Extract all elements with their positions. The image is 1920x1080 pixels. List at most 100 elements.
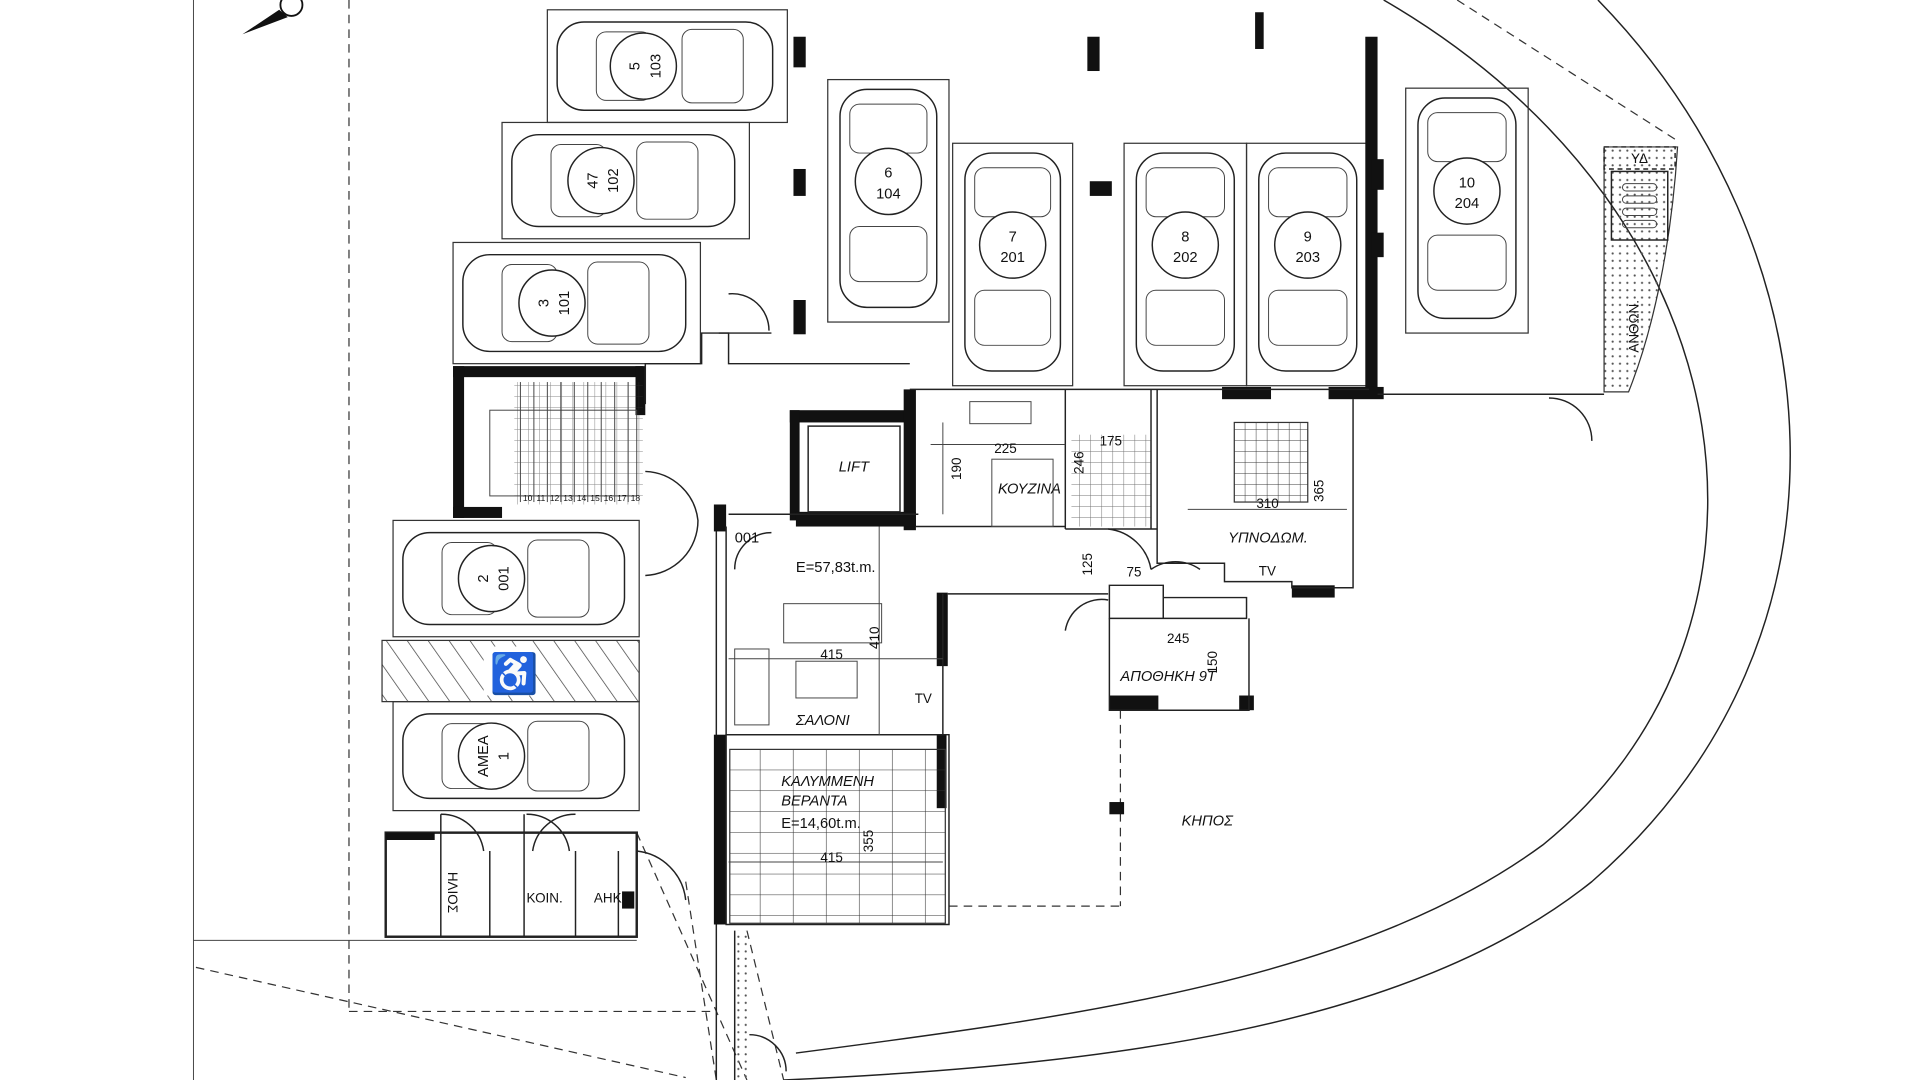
unit-number: 201 [1000,250,1025,266]
unit-number: 101 [557,291,573,316]
stair-step-number: 11 [536,493,545,503]
unit-number: 1 [497,752,513,760]
parking-bay-outline [827,78,950,323]
space-marker-circle [1151,211,1220,279]
parking-bay-outline [392,519,640,638]
car-hood [527,539,590,618]
dim-veranda-depth: 355 [861,830,876,852]
dim-storage-width: 245 [1167,631,1189,646]
building-walls [453,12,1384,925]
stair-step-number: 15 [590,493,600,503]
common-label: ΚΟΙΝ. [527,890,563,905]
car-hood [587,261,650,345]
space-marker-circle [1273,211,1342,279]
space-number: 6 [884,166,892,182]
site-lines [192,0,1791,1080]
car-windshield [974,289,1052,346]
car-hood [527,720,590,792]
north-arrow-icon [242,0,304,35]
apartment-number: 001 [735,530,760,546]
car-hood [681,28,744,104]
unit-number: 104 [876,187,901,203]
lift-label: LIFT [839,459,870,475]
parking-space: 47 102 [501,121,751,240]
space-number: 9 [1304,229,1312,245]
space-marker-circle [609,32,678,100]
living-room-label: ΣΑΛΟΝΙ [795,713,850,729]
solar-label: ΗΛΙΟΣ [445,872,460,913]
parking-bay-outline [501,121,751,240]
veranda-label-1: ΚΑΛΥΜΜΕΝΗ [781,774,874,790]
car-hood [636,141,699,220]
parking-space: ΑΜΕΑ 1 [392,701,640,812]
space-marker-circle [567,146,635,215]
space-number: 10 [1459,175,1475,191]
tv-bedroom-label: TV [1259,564,1276,579]
unit-number: 001 [497,566,513,591]
space-marker-circle [457,544,526,613]
unit-number: 103 [648,54,664,79]
space-marker-circle [1433,157,1501,225]
stair-step-number: 14 [577,493,587,503]
water-label: ΥΔ [1631,151,1648,166]
stair-step-number: 18 [631,493,641,503]
stair-step-number: 10 [523,493,533,503]
car-windshield [1427,234,1507,291]
dim-kitchen-width: 225 [994,441,1016,456]
dim-kitchen-depth: 190 [949,458,964,480]
parking-bay-outline [452,241,702,365]
dim-storage-depth: 150 [1205,651,1220,673]
bedroom-label: ΥΠΝΟΔΩΜ. [1228,530,1308,546]
stair-step-number: 12 [550,493,560,503]
veranda-area: E=14,60t.m. [781,816,861,832]
kitchen-label: ΚΟΥΖΙΝΑ [998,481,1061,497]
space-number: 47 [585,172,601,188]
room-labels: LIFT ΚΟΥΖΙΝΑ ΥΠΝΟΔΩΜ. ΣΑΛΟΝΙ ΑΠΟΘΗΚΗ 9T … [445,151,1648,913]
flowers-label: ΑΝΘΩΝ. [1626,300,1641,353]
parking-bay-outline [952,142,1074,387]
space-number: 7 [1009,229,1017,245]
stair-step-number: 17 [617,493,627,503]
parking-space: 3 101 [452,241,702,365]
interior-lines [384,292,1605,938]
dimension-labels: 225 190 246 175 310 365 125 75 245 150 4… [728,422,1347,865]
parking-space: 5 103 [546,9,788,124]
unit-number: 202 [1173,250,1198,266]
stair-step-number: 13 [563,493,573,503]
veranda-label-2: ΒΕΡΑΝΤΑ [781,794,847,810]
dim-hall-depth: 125 [1080,553,1095,575]
car-windshield [849,226,928,283]
space-number: 5 [628,62,644,70]
dim-bedroom-depth: 365 [1312,480,1327,502]
dim-wc-width: 75 [1127,565,1142,580]
space-number: ΑΜΕΑ [476,735,492,777]
space-number: 3 [536,299,552,307]
unit-number: 203 [1295,250,1320,266]
space-marker-circle [854,147,923,216]
space-marker-circle [457,722,526,790]
space-marker-circle [978,211,1047,279]
dim-veranda-width: 415 [820,850,842,865]
disabled-parking-bay: ♿ [381,639,640,703]
unit-number: 102 [606,168,622,193]
car-windshield [1145,289,1225,346]
wheelchair-icon: ♿ [490,651,539,696]
unit-number: 204 [1455,196,1480,212]
car-windshield [1268,289,1348,346]
space-marker-circle [518,269,586,337]
tv-living-label: TV [915,691,932,706]
dim-living-depth: 410 [867,627,882,649]
dim-bath-depth: 246 [1072,451,1087,473]
space-number: 2 [476,574,492,582]
parking-bay-outline [1405,87,1529,334]
apartment-area: E=57,83t.m. [796,560,876,576]
